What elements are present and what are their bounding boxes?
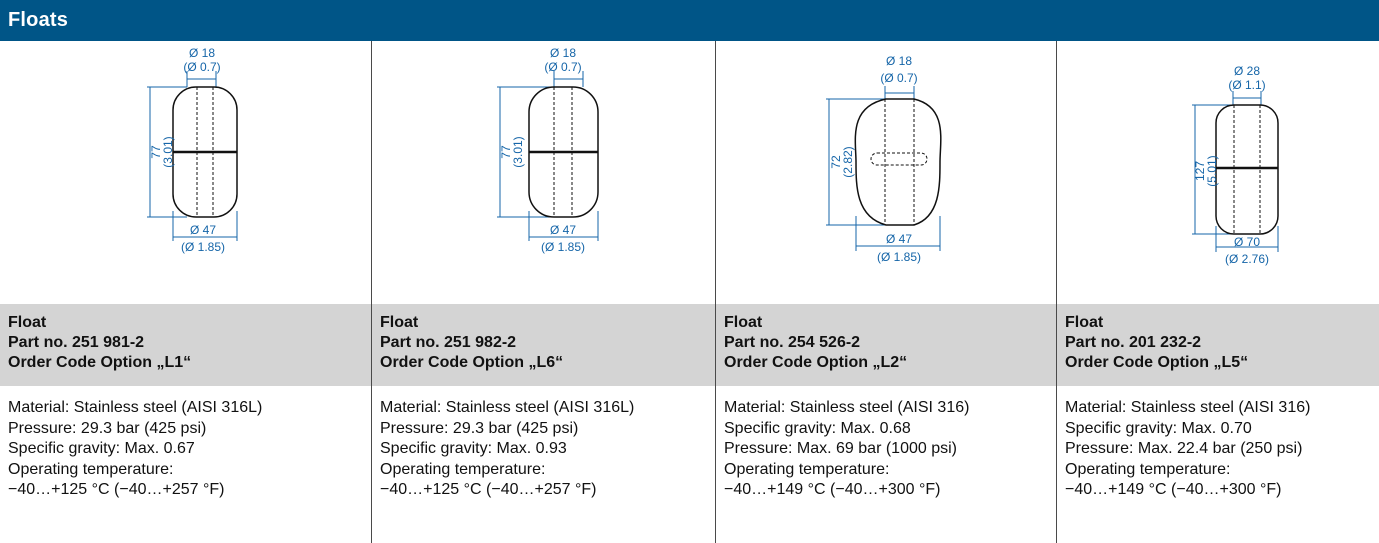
height-inch-label: (5.01) <box>1205 155 1219 186</box>
float-column-l2: Ø 18 (Ø 0.7) 72 (2.82) Ø 47 (Ø 1.85) Flo… <box>716 41 1057 543</box>
spec-line: Pressure: Max. 69 bar (1000 psi) <box>724 440 957 457</box>
part-number: Part no. 251 982-2 <box>380 334 517 351</box>
float-dimension-drawing: Ø 18 (Ø 0.7) 77 (3.01) Ø 47 (Ø 1.85) <box>147 46 238 254</box>
bottom-diameter-inch-label: (Ø 1.85) <box>181 240 225 254</box>
spec-line: −40…+125 °C (−40…+257 °F) <box>380 481 597 498</box>
float-specs: Material: Stainless steel (AISI 316) Spe… <box>1057 398 1379 501</box>
spec-line: Specific gravity: Max. 0.93 <box>380 440 567 457</box>
height-label: 77 <box>149 145 163 159</box>
spec-line: Specific gravity: Max. 0.68 <box>724 419 911 437</box>
top-diameter-label: Ø 18 <box>189 46 215 60</box>
order-code: Order Code Option „L6“ <box>380 354 564 371</box>
spec-line: Material: Stainless steel (AISI 316L) <box>380 399 635 416</box>
section-header: Floats <box>0 0 1379 41</box>
spec-line: Material: Stainless steel (AISI 316) <box>724 399 970 416</box>
section-title: Floats <box>8 9 69 31</box>
part-number: Part no. 254 526-2 <box>724 334 861 351</box>
bottom-diameter-label: Ø 47 <box>190 223 216 237</box>
order-code: Order Code Option „L5“ <box>1065 354 1249 371</box>
order-code: Order Code Option „L2“ <box>724 354 908 371</box>
spec-line: −40…+149 °C (−40…+300 °F) <box>724 481 941 498</box>
spec-line: Pressure: 29.3 bar (425 psi) <box>380 419 579 437</box>
float-title-block: Float Part no. 251 981-2 Order Code Opti… <box>0 304 371 386</box>
float-name: Float <box>8 314 47 331</box>
top-diameter-inch-label: (Ø 0.7) <box>880 71 917 85</box>
float-dimension-drawing: Ø 18 (Ø 0.7) 77 (3.01) Ø 47 (Ø 1.85) <box>497 46 599 254</box>
float-name: Float <box>380 314 419 331</box>
spec-line: Pressure: Max. 22.4 bar (250 psi) <box>1065 440 1303 457</box>
float-title-block: Float Part no. 254 526-2 Order Code Opti… <box>716 304 1056 386</box>
float-drawing: Ø 18 (Ø 0.7) 77 (3.01) Ø 47 (Ø 1.85) <box>372 41 715 304</box>
spec-line: Operating temperature: <box>724 460 890 478</box>
spec-line: Specific gravity: Max. 0.70 <box>1065 419 1252 437</box>
float-name: Float <box>1065 314 1104 331</box>
height-label: 77 <box>499 145 513 159</box>
top-diameter-label: Ø 18 <box>886 54 912 68</box>
top-diameter-inch-label: (Ø 0.7) <box>183 60 220 74</box>
float-specs: Material: Stainless steel (AISI 316L) Pr… <box>0 398 371 501</box>
spec-line: −40…+149 °C (−40…+300 °F) <box>1065 481 1282 498</box>
top-diameter-label: Ø 18 <box>550 46 576 60</box>
height-inch-label: (3.01) <box>511 136 525 167</box>
float-name: Float <box>724 314 763 331</box>
spec-line: Material: Stainless steel (AISI 316L) <box>8 399 263 416</box>
bottom-diameter-label: Ø 70 <box>1234 235 1260 249</box>
float-title-block: Float Part no. 251 982-2 Order Code Opti… <box>372 304 715 386</box>
spec-line: Material: Stainless steel (AISI 316) <box>1065 399 1311 416</box>
height-inch-label: (3.01) <box>161 136 175 167</box>
bottom-diameter-inch-label: (Ø 1.85) <box>877 250 921 264</box>
bottom-diameter-inch-label: (Ø 2.76) <box>1225 252 1269 266</box>
float-column-l5: Ø 28 (Ø 1.1) 127 (5.01) Ø 70 (Ø 2.76) Fl… <box>1057 41 1379 543</box>
float-drawing: Ø 18 (Ø 0.7) 77 (3.01) Ø 47 (Ø 1.85) <box>0 41 371 304</box>
float-dimension-drawing: Ø 28 (Ø 1.1) 127 (5.01) Ø 70 (Ø 2.76) <box>1192 64 1279 266</box>
height-label: 72 <box>829 155 843 169</box>
order-code: Order Code Option „L1“ <box>8 354 192 371</box>
spec-line: −40…+125 °C (−40…+257 °F) <box>8 481 225 498</box>
float-title-block: Float Part no. 201 232-2 Order Code Opti… <box>1057 304 1379 386</box>
height-label: 127 <box>1193 161 1207 181</box>
float-dimension-drawing: Ø 18 (Ø 0.7) 72 (2.82) Ø 47 (Ø 1.85) <box>826 54 942 264</box>
spec-line: Operating temperature: <box>380 460 546 478</box>
top-diameter-inch-label: (Ø 1.1) <box>1228 78 1265 92</box>
spec-line: Operating temperature: <box>1065 460 1231 478</box>
top-diameter-label: Ø 28 <box>1234 64 1260 78</box>
spec-line: Specific gravity: Max. 0.67 <box>8 440 195 457</box>
float-specs: Material: Stainless steel (AISI 316L) Pr… <box>372 398 715 501</box>
bottom-diameter-label: Ø 47 <box>886 232 912 246</box>
spec-line: Operating temperature: <box>8 460 174 478</box>
float-drawing: Ø 28 (Ø 1.1) 127 (5.01) Ø 70 (Ø 2.76) <box>1057 41 1379 304</box>
float-column-l6: Ø 18 (Ø 0.7) 77 (3.01) Ø 47 (Ø 1.85) Flo… <box>372 41 716 543</box>
part-number: Part no. 201 232-2 <box>1065 334 1202 351</box>
bottom-diameter-label: Ø 47 <box>550 223 576 237</box>
bottom-diameter-inch-label: (Ø 1.85) <box>541 240 585 254</box>
part-number: Part no. 251 981-2 <box>8 334 145 351</box>
floats-grid: Ø 18 (Ø 0.7) 77 (3.01) Ø 47 (Ø 1.85) Flo… <box>0 41 1379 543</box>
height-inch-label: (2.82) <box>841 146 855 177</box>
float-drawing: Ø 18 (Ø 0.7) 72 (2.82) Ø 47 (Ø 1.85) <box>716 41 1056 304</box>
float-specs: Material: Stainless steel (AISI 316) Spe… <box>716 398 1056 501</box>
spec-line: Pressure: 29.3 bar (425 psi) <box>8 419 207 437</box>
top-diameter-inch-label: (Ø 0.7) <box>544 60 581 74</box>
float-column-l1: Ø 18 (Ø 0.7) 77 (3.01) Ø 47 (Ø 1.85) Flo… <box>0 41 372 543</box>
